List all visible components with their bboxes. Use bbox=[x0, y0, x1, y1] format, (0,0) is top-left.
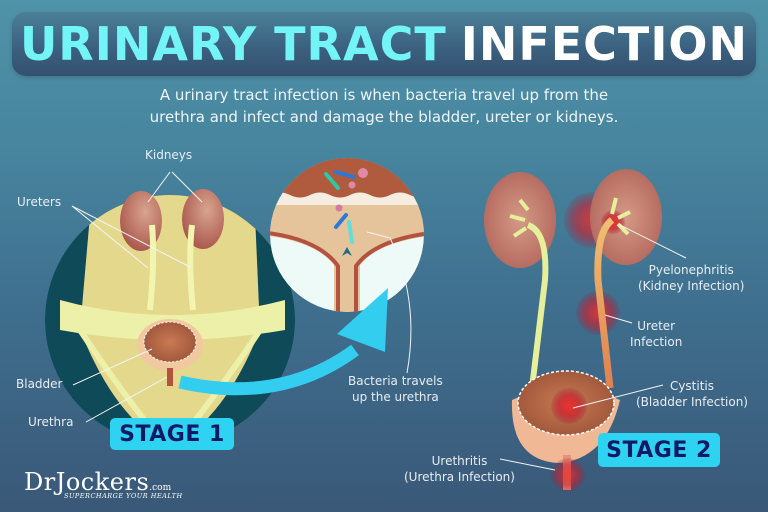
label-kidneys: Kidneys bbox=[145, 148, 193, 162]
subtitle-line-2: urethra and infect and damage the bladde… bbox=[149, 108, 619, 126]
title-rest: INFECTION bbox=[460, 17, 749, 71]
label-bacteria-travels: Bacteria travels up the urethra bbox=[348, 374, 443, 404]
logo-domain: .com bbox=[149, 483, 172, 493]
drjockers-logo: DrJockers.com SUPERCHARGE YOUR HEALTH bbox=[24, 468, 182, 500]
subtitle-line-1: A urinary tract infection is when bacter… bbox=[159, 86, 609, 104]
bacteria-arrow-icon bbox=[178, 344, 359, 396]
label-bladder: Bladder bbox=[16, 377, 63, 391]
label-ureter-infection: Ureter Infection bbox=[630, 319, 683, 349]
stage1-body bbox=[45, 195, 295, 445]
stage-2-badge: STAGE 2 bbox=[598, 433, 720, 467]
label-urethra: Urethra bbox=[28, 415, 74, 429]
subtitle: A urinary tract infection is when bacter… bbox=[0, 84, 768, 128]
label-ureters: Ureters bbox=[17, 195, 62, 209]
title-highlight: URINARY TRACT bbox=[19, 17, 447, 71]
label-urethritis: Urethritis (Urethra Infection) bbox=[404, 454, 515, 484]
label-pyelonephritis: Pyelonephritis (Kidney Infection) bbox=[638, 263, 745, 293]
title-banner: URINARY TRACT INFECTION bbox=[12, 12, 756, 76]
stage-1-badge: STAGE 1 bbox=[110, 418, 234, 450]
label-cystitis: Cystitis (Bladder Infection) bbox=[636, 379, 748, 409]
logo-text: DrJockers bbox=[24, 468, 150, 496]
logo-tagline: SUPERCHARGE YOUR HEALTH bbox=[64, 492, 183, 500]
stage2-kidney-right-icon bbox=[590, 169, 662, 265]
